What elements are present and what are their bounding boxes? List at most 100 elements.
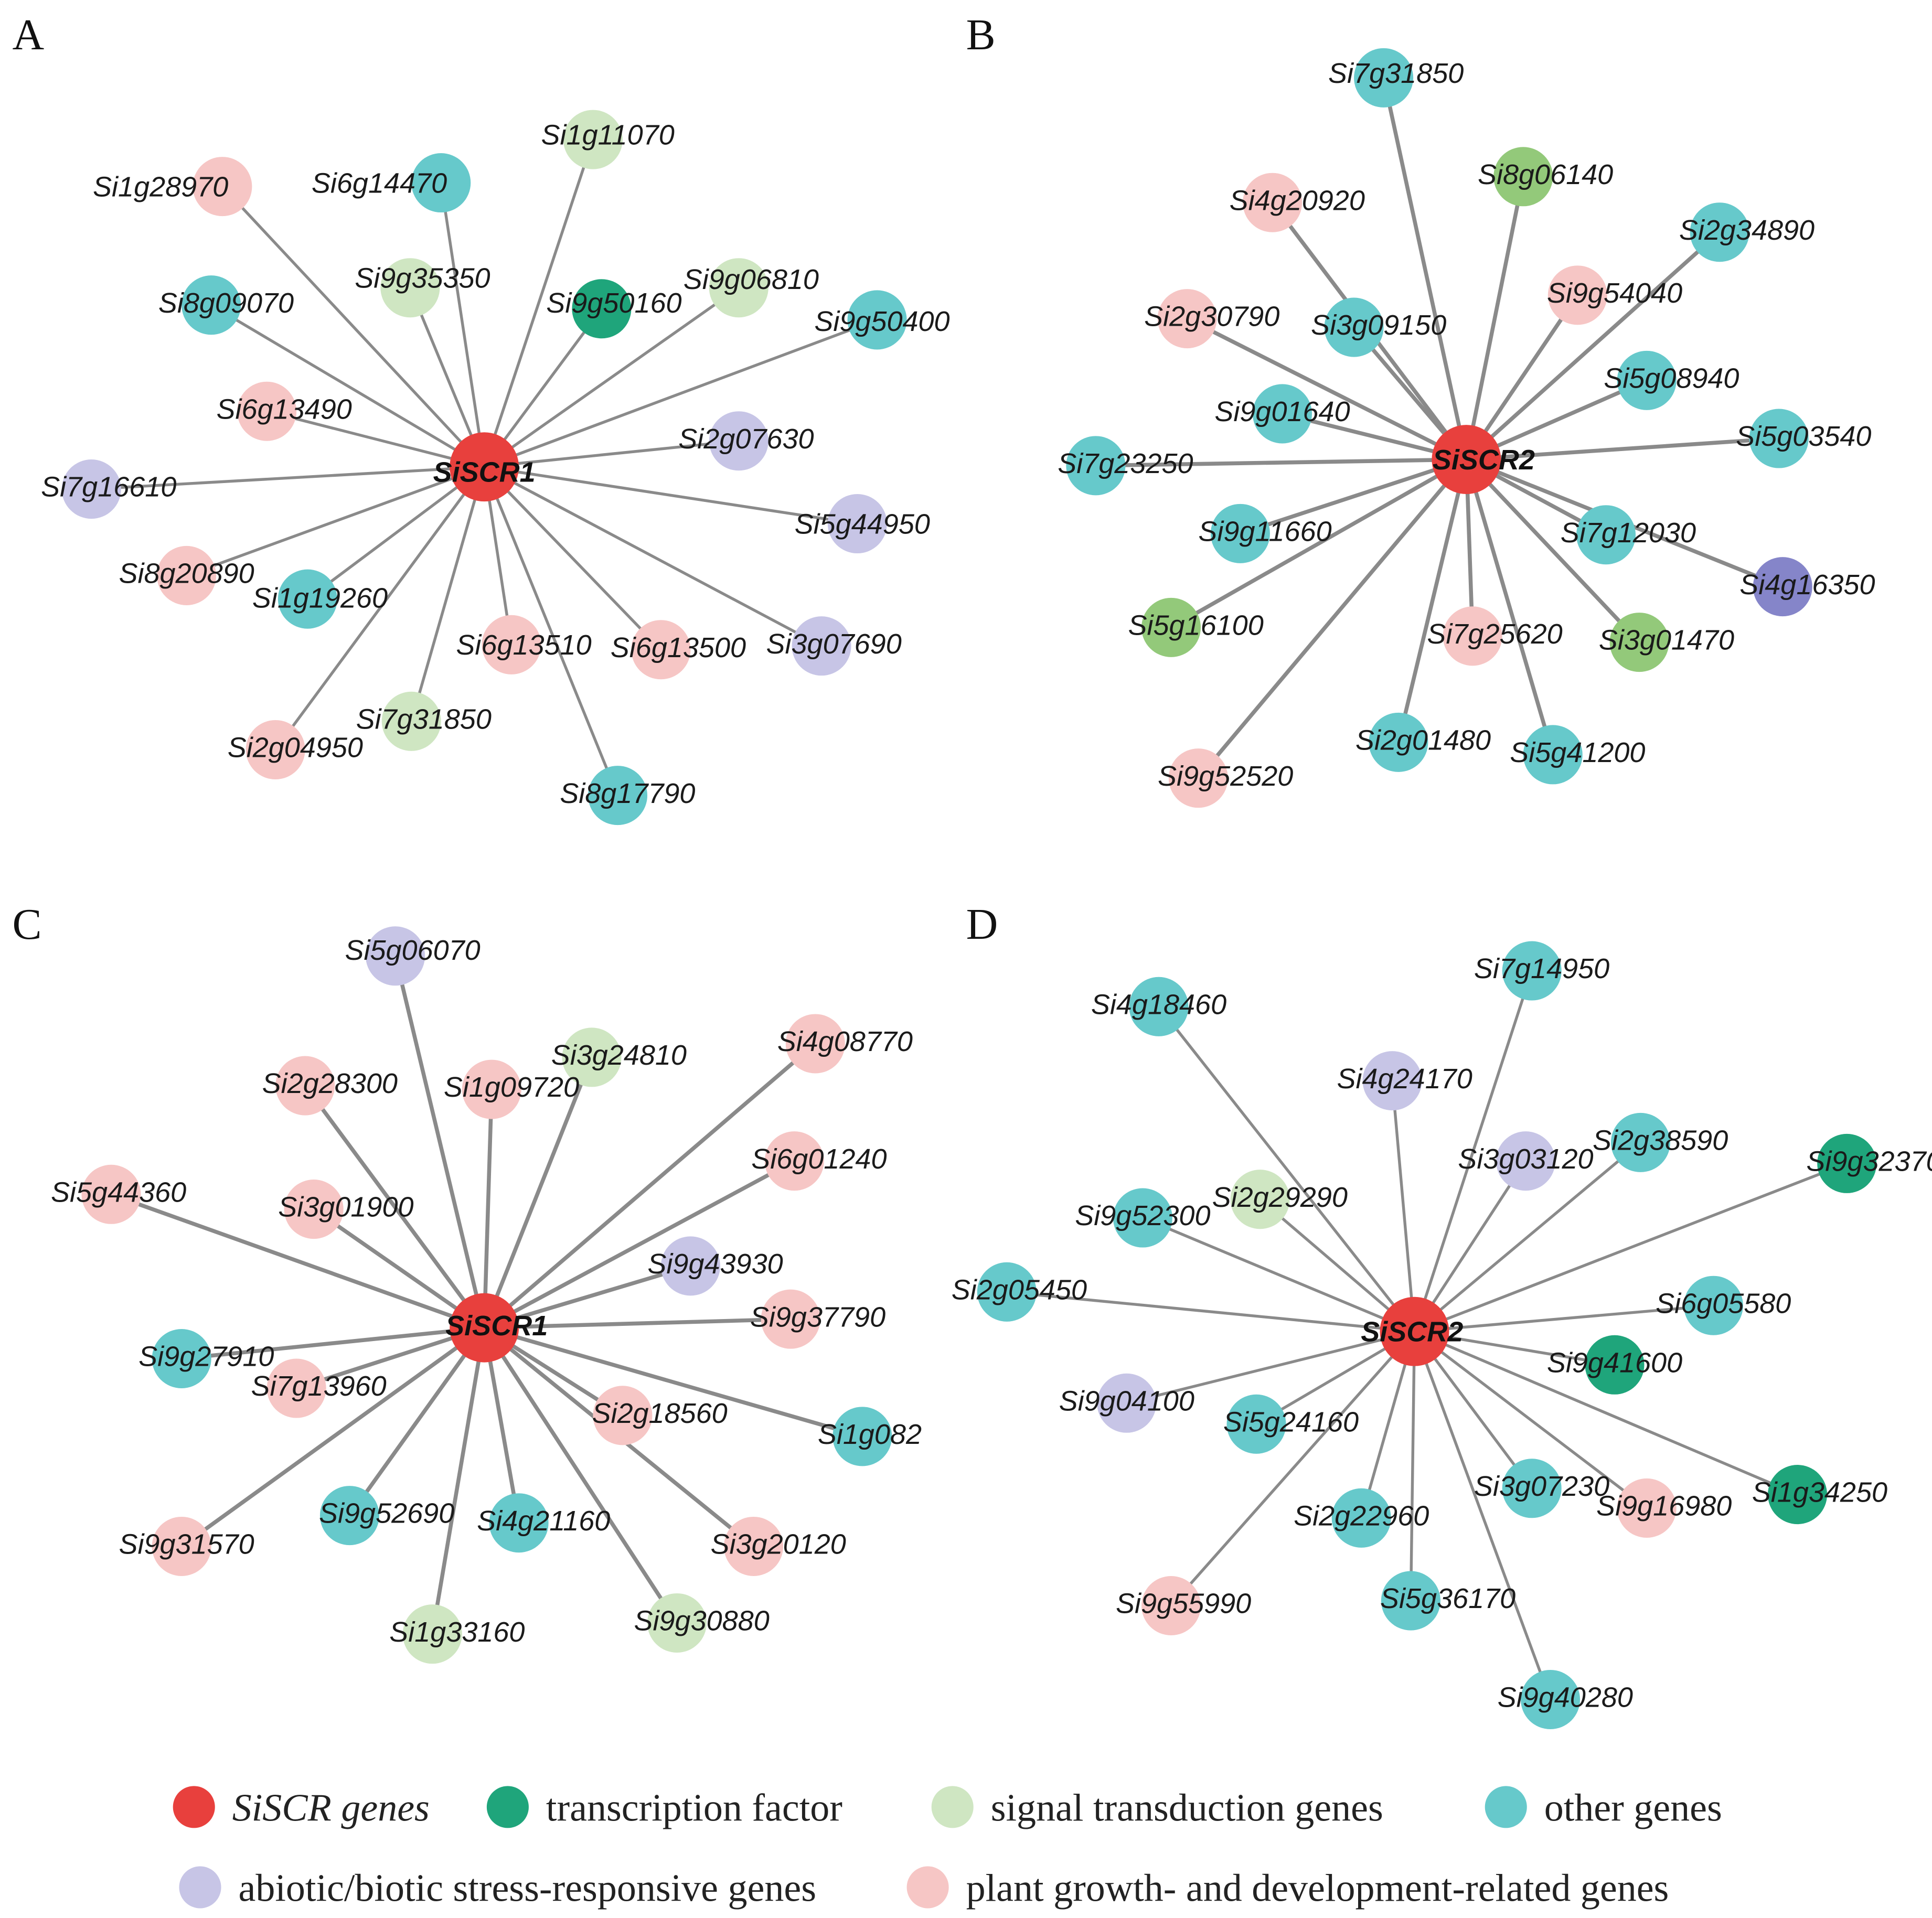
gene-node xyxy=(709,258,768,318)
gene-node xyxy=(366,926,425,986)
gene-label: Si2g28300 xyxy=(262,1068,398,1099)
gene-label: Si9g52520 xyxy=(1158,760,1293,792)
gene-node xyxy=(380,258,440,318)
gene-label: Si5g41200 xyxy=(1510,737,1645,768)
gene-label: Si9g32370 xyxy=(1806,1146,1932,1177)
gene-label: Si9g52300 xyxy=(1075,1200,1210,1231)
gene-node xyxy=(284,1180,344,1239)
gene-node xyxy=(1576,505,1636,565)
network-edge xyxy=(1170,1330,1416,1607)
legend-label: other genes xyxy=(1544,1786,1722,1829)
network-edge xyxy=(110,1192,485,1330)
network-edge xyxy=(1240,457,1467,535)
gene-node xyxy=(1230,1170,1290,1229)
gene-node xyxy=(792,616,851,676)
network-edge xyxy=(1126,1330,1415,1405)
hub-node xyxy=(450,1293,519,1363)
network-edge xyxy=(483,465,823,648)
gene-node xyxy=(764,1131,824,1191)
gene-label: Si9g54040 xyxy=(1547,277,1682,309)
legend-label: abiotic/biotic stress-responsive genes xyxy=(239,1867,817,1910)
gene-node xyxy=(709,411,768,471)
gene-label: Si5g24160 xyxy=(1223,1406,1359,1438)
gene-label: Si1g33160 xyxy=(389,1616,525,1648)
gene-label: Si9g35350 xyxy=(355,263,490,294)
network-edge xyxy=(484,318,878,468)
gene-label: Si9g41600 xyxy=(1547,1347,1682,1378)
gene-label: Si2g22960 xyxy=(1294,1500,1429,1531)
legend-label: transcription factor xyxy=(546,1786,842,1829)
network-edge xyxy=(1414,1330,1798,1496)
gene-node xyxy=(1324,297,1384,357)
gene-node xyxy=(1753,557,1812,617)
legend-item: SiSCR genes xyxy=(173,1786,430,1829)
legend-label: plant growth- and development-related ge… xyxy=(966,1867,1669,1910)
gene-node xyxy=(847,290,907,350)
gene-node xyxy=(157,545,217,605)
gene-label: Si9g50400 xyxy=(814,306,949,337)
gene-label: Si3g09150 xyxy=(1311,309,1446,341)
hub-node xyxy=(450,432,519,502)
gene-node xyxy=(977,1262,1037,1322)
network-edge xyxy=(440,183,486,467)
gene-label: Si3g03120 xyxy=(1458,1143,1593,1175)
network-edge xyxy=(483,1159,796,1330)
gene-label: Si3g01900 xyxy=(278,1192,413,1223)
hub-node xyxy=(1380,1296,1449,1366)
legend-swatch xyxy=(179,1866,221,1909)
gene-label: Si5g16100 xyxy=(1128,609,1264,641)
gene-node xyxy=(563,110,623,169)
gene-node xyxy=(562,1027,622,1087)
network-edge xyxy=(1466,436,1779,462)
gene-node xyxy=(245,720,305,780)
gene-node xyxy=(319,1486,379,1546)
gene-label: Si8g17790 xyxy=(560,778,695,809)
gene-node xyxy=(1369,712,1428,772)
legend-item: abiotic/biotic stress-responsive genes xyxy=(179,1866,816,1910)
gene-label: Si5g36170 xyxy=(1380,1583,1515,1614)
gene-label: Si6g13490 xyxy=(217,393,352,425)
gene-node xyxy=(61,459,121,519)
gene-label: Si2g01480 xyxy=(1355,724,1491,756)
gene-node xyxy=(1381,1571,1440,1631)
gene-node xyxy=(152,1328,211,1389)
gene-node xyxy=(1493,147,1553,207)
network-edge xyxy=(1413,1331,1552,1700)
gene-node xyxy=(1609,613,1669,672)
legend-label: SiSCR genes xyxy=(232,1786,430,1829)
network-edge xyxy=(1007,1290,1415,1333)
gene-node xyxy=(1252,384,1312,444)
gene-label: Si1g19260 xyxy=(252,583,388,614)
gene-label: Si5g44950 xyxy=(795,508,930,540)
legend-swatch xyxy=(486,1786,529,1828)
legend-swatch xyxy=(173,1786,215,1828)
gene-node xyxy=(1354,48,1414,108)
hub-label: SiSCR1 xyxy=(433,456,536,488)
gene-node xyxy=(1331,1488,1391,1548)
gene-node xyxy=(1547,265,1607,325)
gene-node xyxy=(1243,173,1303,232)
gene-node xyxy=(1066,436,1126,496)
gene-label: Si9g50160 xyxy=(546,287,681,319)
gene-label: Si9g04100 xyxy=(1059,1385,1194,1417)
gene-node xyxy=(1690,202,1749,262)
gene-node xyxy=(724,1516,784,1576)
network-edge xyxy=(1409,1331,1416,1601)
network-edge xyxy=(1414,1304,1714,1333)
network-edge xyxy=(1413,1330,1648,1509)
legend-label: signal transduction genes xyxy=(991,1786,1383,1829)
legend-item: other genes xyxy=(1485,1786,1722,1829)
gene-label: Si1g082 xyxy=(818,1419,922,1450)
gene-label: Si9g31570 xyxy=(119,1529,254,1560)
network-edge xyxy=(484,465,858,526)
gene-node xyxy=(1141,1576,1201,1636)
gene-node xyxy=(1129,977,1189,1036)
gene-label: Si5g06070 xyxy=(345,935,480,966)
network-edge xyxy=(306,466,485,601)
panel-c: CSi5g06070Si4g08770Si2g28300Si3g24810Si1… xyxy=(13,900,922,1664)
network-edge xyxy=(210,304,485,468)
network-edge xyxy=(1170,457,1468,629)
gene-node xyxy=(785,1014,845,1074)
